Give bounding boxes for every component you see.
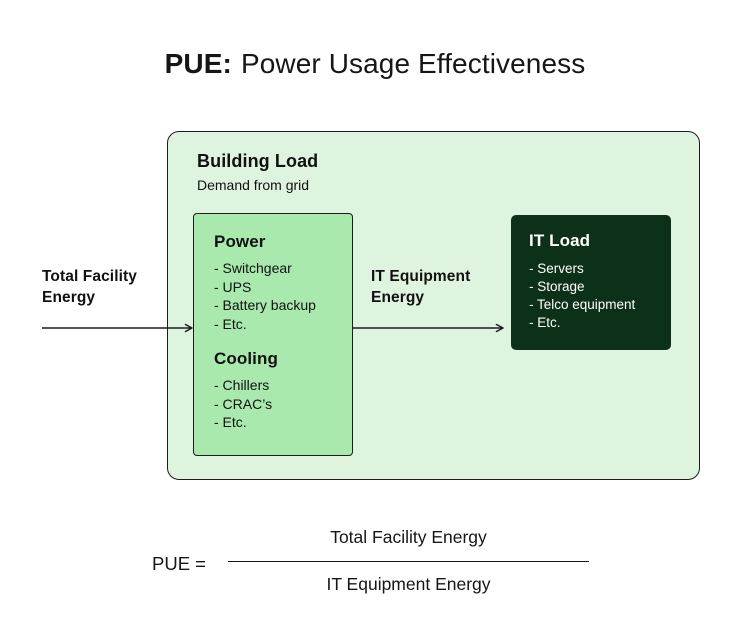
building-load-heading: Building Load: [197, 151, 319, 171]
title-text: Power Usage Effectiveness: [240, 48, 586, 79]
formula-denominator: IT Equipment Energy: [326, 574, 491, 594]
pue-equals-label: PUE =: [152, 553, 206, 574]
power-item: - Battery backup: [214, 297, 316, 313]
it-load-item: - Servers: [529, 261, 584, 276]
building-load-box: Building Load Demand from grid Power - S…: [167, 131, 700, 480]
it-load-item: - Etc.: [529, 315, 561, 330]
building-load-subheading: Demand from grid: [197, 177, 310, 193]
page-title: PUE: Power Usage Effectiveness: [0, 48, 750, 80]
cooling-item: - Chillers: [214, 377, 270, 393]
it-equipment-energy-label: IT Equipment Energy: [371, 268, 471, 306]
it-load-box: IT Load - Servers - Storage - Telco equi…: [511, 215, 671, 350]
it-load-item-list: - Servers - Storage - Telco equipment - …: [529, 260, 665, 332]
fraction-line: [228, 561, 589, 562]
cooling-item: - CRAC’s: [214, 395, 273, 412]
title-acronym: PUE:: [164, 48, 232, 79]
cooling-heading: Cooling: [214, 349, 278, 368]
cooling-item: - Etc.: [214, 414, 247, 430]
cooling-item-list: - Chillers - CRAC’s - Etc.: [214, 376, 344, 432]
it-load-item: - Storage: [529, 279, 585, 294]
power-item: - UPS: [214, 278, 252, 295]
power-cooling-box: Power - Switchgear - UPS - Battery backu…: [193, 213, 353, 456]
it-load-heading: IT Load: [529, 231, 591, 250]
power-heading: Power: [214, 232, 266, 251]
it-load-item: - Telco equipment: [529, 297, 636, 312]
pue-formula-fraction: Total Facility Energy IT Equipment Energ…: [228, 527, 589, 595]
power-item-list: - Switchgear - UPS - Battery backup - Et…: [214, 259, 344, 333]
power-item: - Switchgear: [214, 260, 292, 276]
formula-numerator: Total Facility Energy: [330, 527, 487, 547]
total-facility-energy-label: Total Facility Energy: [42, 268, 137, 306]
power-item: - Etc.: [214, 315, 247, 332]
